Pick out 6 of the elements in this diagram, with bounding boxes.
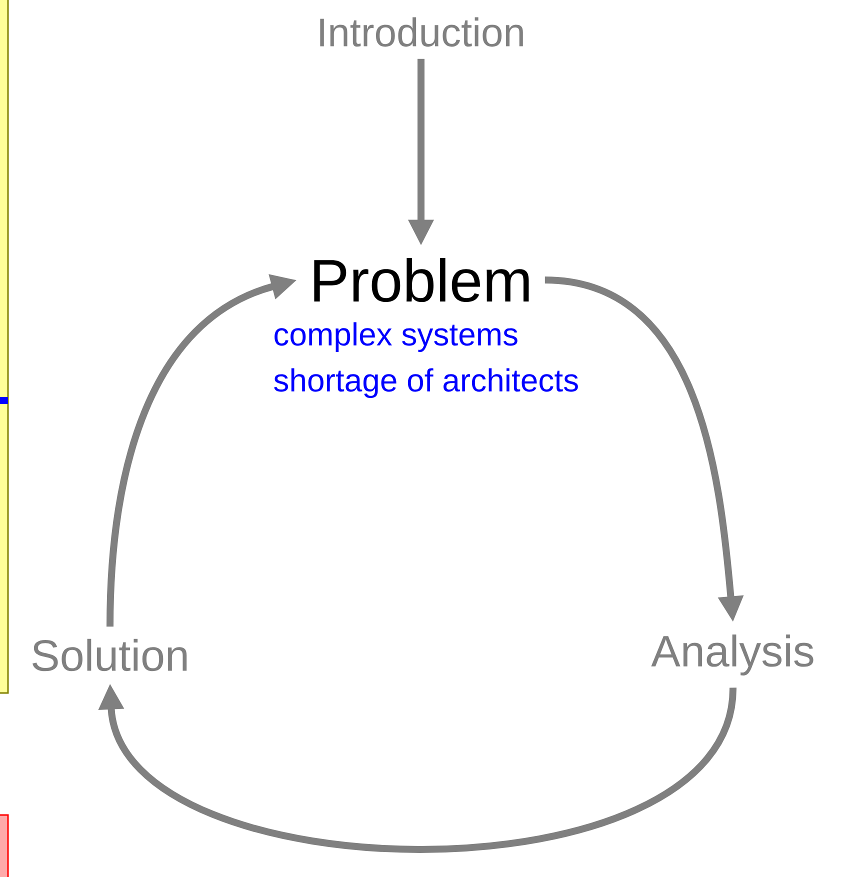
- note-text: shortage of architects: [274, 368, 578, 398]
- stage-label: Introduction: [320, 17, 523, 47]
- stage-label: Analysis: [651, 634, 814, 676]
- stage-label: Solution: [32, 638, 187, 672]
- note-text: complex systems: [274, 322, 518, 352]
- stage-label: Problem: [314, 258, 529, 302]
